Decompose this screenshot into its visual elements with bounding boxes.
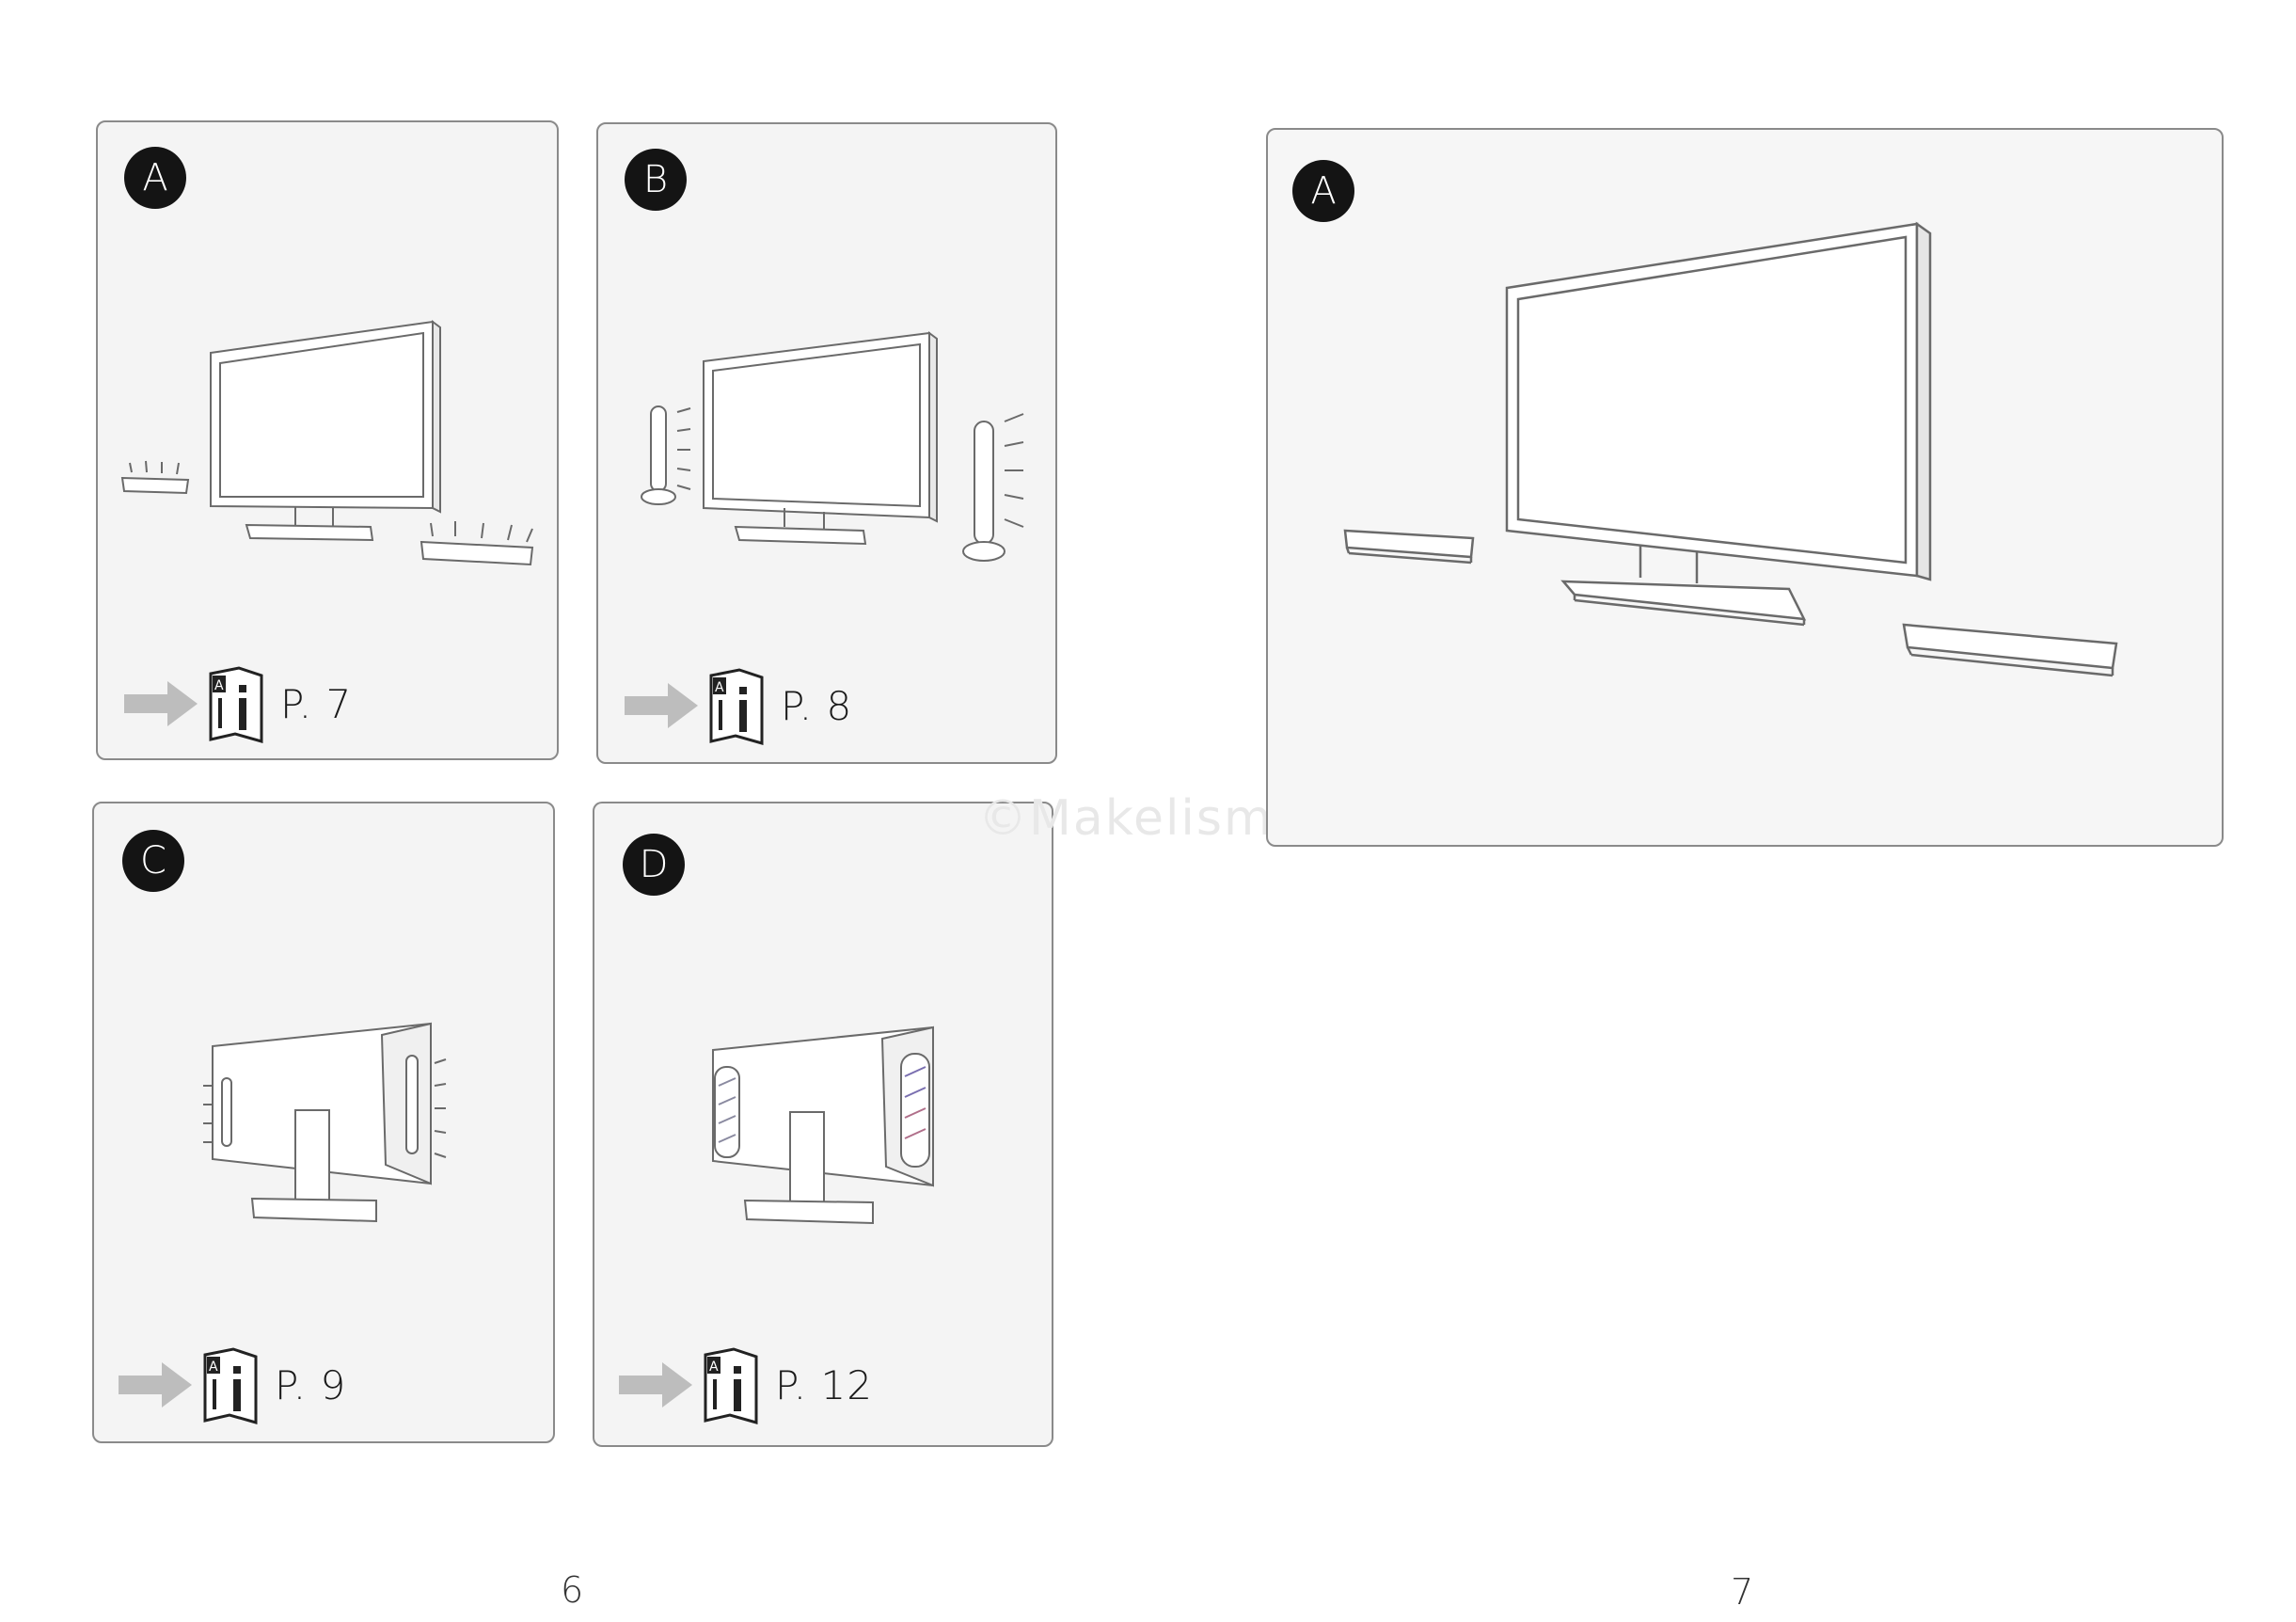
panel-c: C A P. 9: [92, 802, 555, 1443]
panel-a: A A P. 7: [96, 120, 559, 760]
panel-a-large: A: [1266, 128, 2224, 847]
page-reference-d: A P. 12: [619, 1345, 873, 1424]
tv-front-speakers-large-illustration: [1343, 221, 2118, 677]
manual-letter: A: [209, 1360, 218, 1375]
page-ref-label: P. 7: [280, 680, 353, 727]
watermark: ©Makelism: [978, 790, 1274, 847]
page-ref-label: P. 9: [275, 1361, 347, 1408]
arrow-right-icon: [119, 1362, 192, 1407]
panel-d: D A P. 12: [593, 802, 1053, 1447]
badge-a: A: [124, 147, 186, 209]
page-number-right: 7: [1731, 1571, 1754, 1613]
panel-b: B A: [596, 122, 1057, 764]
manual-letter: A: [709, 1360, 719, 1375]
arrow-right-icon: [619, 1362, 692, 1407]
page-number-left: 6: [561, 1569, 584, 1611]
manual-letter: A: [214, 678, 224, 693]
tv-back-mounted-speakers-illustration: [203, 1022, 447, 1223]
tv-back-speakers-wall-illustration: [712, 1026, 934, 1225]
page-reference-a: A P. 7: [124, 664, 352, 743]
page-ref-label: P. 8: [781, 682, 853, 729]
badge-c: C: [122, 830, 184, 892]
badge-d: D: [623, 834, 685, 896]
arrow-right-icon: [124, 681, 198, 726]
arrow-right-icon: [625, 683, 698, 728]
tv-front-speakers-illustration: [120, 320, 534, 566]
manual-book-icon: A: [704, 1347, 758, 1424]
page-reference-c: A P. 9: [119, 1345, 346, 1424]
manual-letter: A: [715, 680, 724, 695]
badge-b: B: [625, 149, 687, 211]
manual-book-icon: A: [203, 1347, 258, 1424]
page-reference-b: A P. 8: [625, 666, 852, 745]
manual-book-icon: A: [209, 666, 263, 743]
page-ref-label: P. 12: [775, 1361, 873, 1408]
tv-tower-speakers-illustration: [641, 331, 1024, 562]
manual-book-icon: A: [709, 668, 764, 745]
badge-a-large: A: [1292, 160, 1354, 222]
